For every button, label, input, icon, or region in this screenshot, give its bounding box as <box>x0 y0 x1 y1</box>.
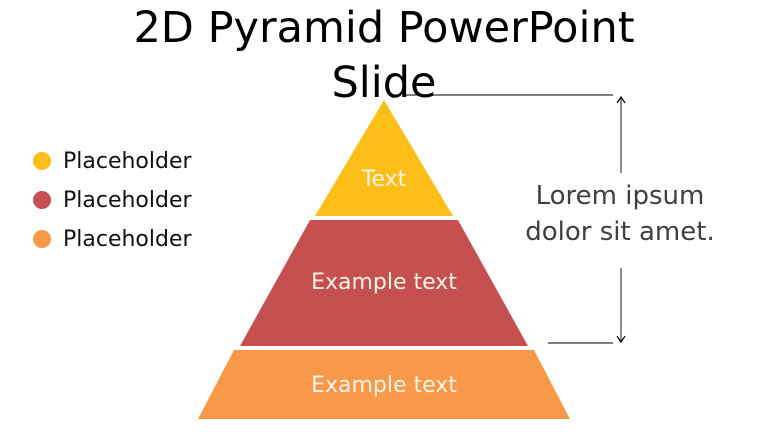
pyramid-layer-bottom[interactable] <box>198 350 570 419</box>
pyramid-bottom-label: Example text <box>311 373 457 398</box>
down-arrow-icon <box>616 268 626 344</box>
bullet-dot-icon <box>33 152 51 170</box>
legend-label: Placeholder <box>63 227 192 252</box>
legend-item: Placeholder <box>32 187 212 217</box>
slide-title-line1: 2D Pyramid PowerPoint <box>133 3 635 53</box>
bullet-dot-icon <box>33 230 51 248</box>
pyramid-middle-label: Example text <box>311 270 457 295</box>
pyramid-layer-top[interactable] <box>315 100 453 216</box>
legend-item: Placeholder <box>32 148 212 178</box>
legend-label: Placeholder <box>63 188 192 213</box>
pyramid-layer-middle[interactable] <box>240 220 528 346</box>
pyramid-top-label: Text <box>361 167 407 192</box>
legend-item: Placeholder <box>32 226 212 256</box>
slide-title-line2: Slide <box>331 58 437 108</box>
up-arrow-icon <box>616 95 626 173</box>
legend-label: Placeholder <box>63 149 192 174</box>
annotation-text: Lorem ipsum dolor sit amet. <box>525 181 715 247</box>
bullet-dot-icon <box>33 191 51 209</box>
